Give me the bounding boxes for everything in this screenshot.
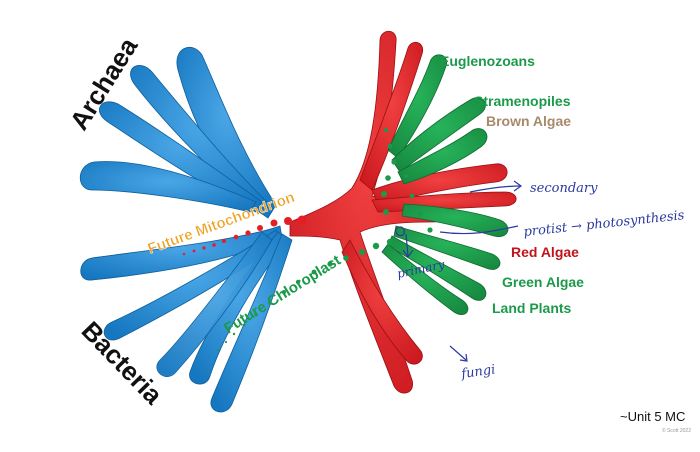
- credit-label: © Scott 2022: [662, 427, 691, 434]
- fungi-arrow: [449, 345, 467, 361]
- handwritten-annotations: [395, 180, 523, 362]
- primary-arrow: [405, 233, 409, 257]
- unit-label: ~Unit 5 MC: [620, 409, 685, 424]
- archaea-branches: [79, 46, 277, 219]
- mitochondrion-trail: [182, 215, 307, 256]
- euglenozoans-label: Euglenozoans: [440, 53, 535, 69]
- fungi-annotation: fungi: [459, 362, 496, 382]
- primary-circle: [395, 226, 405, 237]
- secondary-arrow: [469, 185, 521, 193]
- protist-arrow: [439, 225, 519, 235]
- land-plants-label: Land Plants: [492, 300, 572, 316]
- red-algae-label: Red Algae: [511, 244, 579, 260]
- secondary-annotation: secondary: [530, 181, 598, 196]
- chloroplast-trail: [217, 128, 433, 351]
- protist-annotation: protist → photosynthesis: [523, 208, 686, 240]
- bacteria-branches: [80, 225, 293, 413]
- stramenopiles-label: Stramenopiles: [474, 93, 571, 109]
- green-algae-label: Green Algae: [502, 274, 584, 290]
- green-branches: [381, 54, 509, 316]
- brown-algae-label: Brown Algae: [486, 113, 571, 129]
